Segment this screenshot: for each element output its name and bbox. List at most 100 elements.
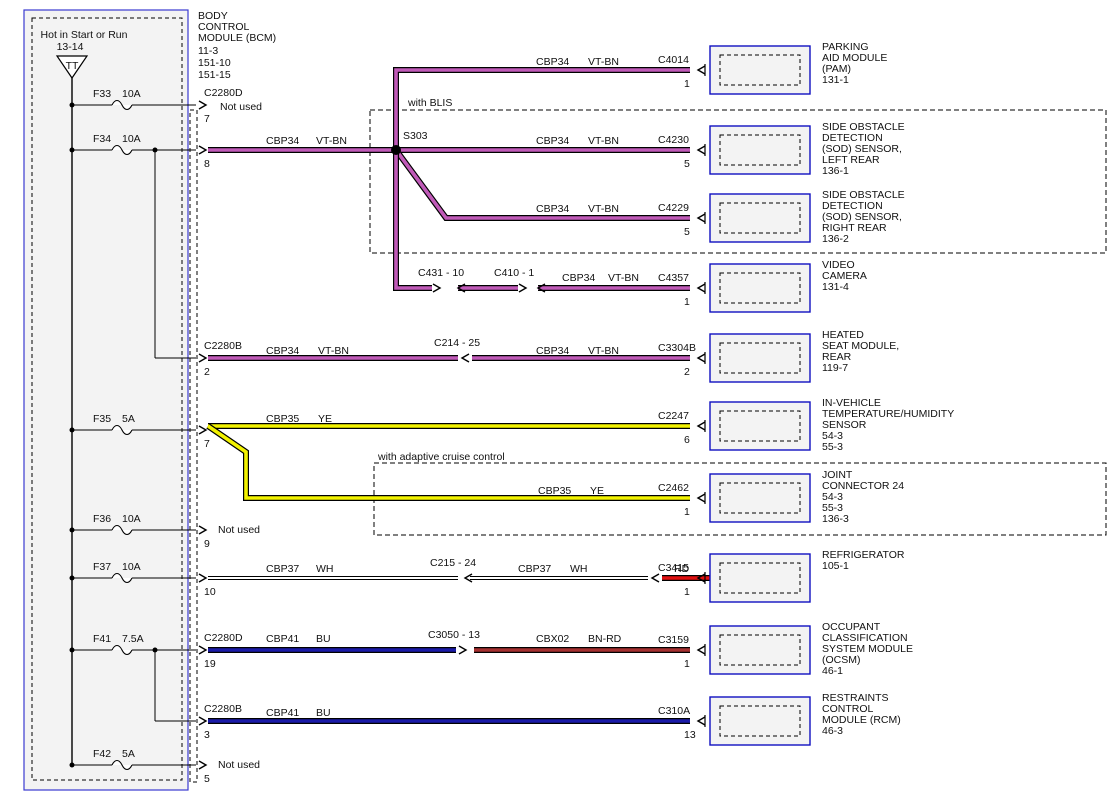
connector-arrow-icon [696,716,706,726]
bus-tap-dot [69,147,75,153]
module-connector-name: C310A [658,705,690,717]
fuse-name: F42 [93,748,111,760]
wire-color-label: WH [316,563,334,575]
module-inner-outline [719,54,801,86]
acc-group-label: with adaptive cruise control [377,451,505,463]
module-connector-name: C3159 [658,634,689,646]
module-name-line: CAMERA [822,270,867,282]
connector-arrow-icon [696,213,706,223]
module-name-line: DETECTION [822,200,883,212]
module-name-line: (PAM) [822,63,851,75]
connector-arrow-icon [198,145,208,155]
bcm-title-line: CONTROL [198,21,249,33]
connector-arrow-icon [696,65,706,75]
connector-arrow-icon [198,760,208,770]
connector-arrow-icon [696,283,706,293]
blis-group-box [369,109,1107,254]
wire-cbp34-sod-right-fill [394,148,690,220]
bcm-title-line: MODULE (BCM) [198,32,276,44]
wire-circuit-label: CBP34 [536,135,569,147]
connector-arrow-icon [696,573,706,583]
connector-arrow-icon [198,425,208,435]
bcm-ref: 151-15 [198,69,231,81]
connector-arrow-icon [458,645,468,655]
connector-arrow-icon [198,100,208,110]
module-ref: 55-3 [822,441,843,453]
connector-arrow-icon [536,283,546,293]
module-name-line: TEMPERATURE/HUMIDITY [822,408,954,420]
not-used-label: Not used [218,759,260,771]
wire-cbp35-joint-connector-fill [206,424,690,500]
bcm-pin-number: 10 [204,586,216,598]
bus-tap-dot [69,575,75,581]
module-pin-number: 6 [684,434,690,446]
module-connector-name: C4014 [658,54,689,66]
wire-circuit-label: CBP34 [536,203,569,215]
connector-arrow-icon [696,493,706,503]
wire-color-label: VT-BN [588,345,619,357]
module-name-line: SIDE OBSTACLE [822,189,905,201]
fuse-rating: 5A [122,748,135,760]
wire-circuit-label: CBP41 [266,633,299,645]
wire-color-label: VT-BN [588,203,619,215]
wire-circuit-label: CBP37 [518,563,551,575]
connector-arrow-icon [463,573,473,583]
bcm-pin-number: 7 [204,438,210,450]
module-pin-number: 1 [684,586,690,598]
module-name-line: LEFT REAR [822,154,880,166]
module-connector-name: C2247 [658,410,689,422]
module-ref: 136-1 [822,165,849,177]
fuse-name: F36 [93,513,111,525]
module-pin-number: 1 [684,296,690,308]
fuse-name: F34 [93,133,111,145]
fuse-icon [111,572,133,584]
wire-color-label: VT-BN [318,345,349,357]
connector-arrow-icon [198,716,208,726]
module-name-line: (SOD) SENSOR, [822,211,902,223]
fuse-rating: 5A [122,413,135,425]
fuse-icon [111,644,133,656]
wire-circuit-label: CBX02 [536,633,569,645]
module-inner-outline [719,410,801,442]
module-inner-outline [719,134,801,166]
module-connector-name: C3304B [658,342,696,354]
fuse-rating: 10A [122,133,141,145]
module-connector-name: C4230 [658,134,689,146]
connector-arrow-icon [198,525,208,535]
module-ref: 131-4 [822,281,849,293]
module-pin-number: 13 [684,729,696,741]
connector-arrow-icon [198,353,208,363]
bcm-panel [23,9,189,791]
module-box [709,193,811,243]
not-used-label: Not used [218,524,260,536]
module-connector-name: C2462 [658,482,689,494]
connector-arrow-icon [696,645,706,655]
bcm-connector-strip [189,109,198,783]
module-ref: 136-2 [822,233,849,245]
module-inner-outline [719,272,801,304]
not-used-label: Not used [220,101,262,113]
module-box [709,263,811,313]
module-name-line: (SOD) SENSOR, [822,143,902,155]
hot-ref-label: 13-14 [57,41,84,53]
wire-circuit-label: CBP35 [538,485,571,497]
fuse-rating: 10A [122,561,141,573]
wire-color-label: VT-BN [608,272,639,284]
fuse-icon [111,99,133,111]
bcm-pin-number: 3 [204,729,210,741]
module-pin-number: 2 [684,366,690,378]
wire-cbp35-joint-connector [206,423,690,501]
wire-cbp34-pam [393,67,690,150]
module-name-line: OCCUPANT [822,621,881,633]
connector-arrow-icon [696,145,706,155]
connector-arrow-icon [432,283,442,293]
module-name-line: PARKING [822,41,868,53]
fuse-rating: 10A [122,513,141,525]
inline-connector-label: C215 - 24 [430,557,476,569]
wire-color-label: BU [316,633,331,645]
inline-connector-label: C214 - 25 [434,337,480,349]
module-ref: 46-3 [822,725,843,737]
fuse-icon [111,424,133,436]
wire-circuit-label: CBP35 [266,413,299,425]
module-name-line: RIGHT REAR [822,222,887,234]
